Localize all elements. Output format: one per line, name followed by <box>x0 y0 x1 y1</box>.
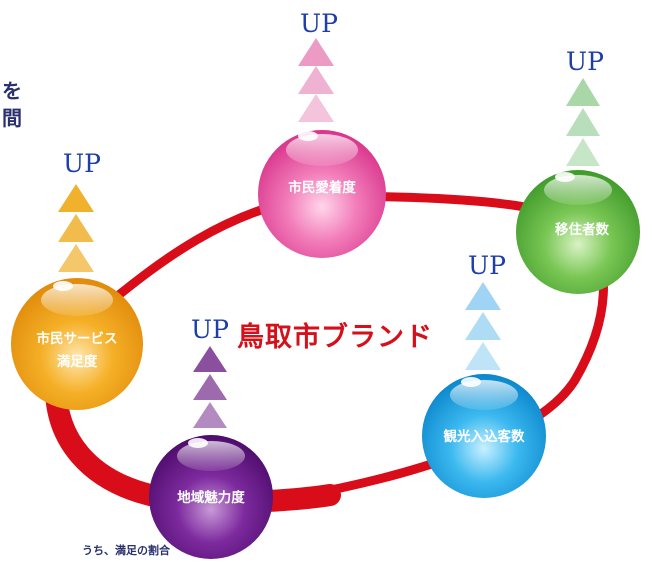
up-label-migrants: UP <box>566 47 604 76</box>
up-label-regional-appeal: UP <box>191 315 229 344</box>
sphere-label-regional-appeal: 地域魅力度 <box>177 489 245 506</box>
brand-title: 鳥取市ブランド <box>237 321 433 353</box>
up-arrow-icon <box>298 66 334 94</box>
up-label-civic-attachment: UP <box>300 9 338 38</box>
sphere-service-satisfaction: 市民サービス 満足度 <box>11 278 143 410</box>
sphere-visitors: 観光入込客数 <box>422 374 546 498</box>
up-arrow-icon <box>193 402 227 428</box>
up-arrow-icon <box>465 282 501 310</box>
up-arrow-icon <box>465 312 501 340</box>
up-arrow-icon <box>566 78 600 106</box>
sphere-regional-appeal: 地域魅力度 <box>149 435 273 559</box>
sphere-label-service-satisfaction-line2: 満足度 <box>57 353 98 370</box>
up-arrows-migrants <box>566 78 600 166</box>
up-arrow-icon <box>298 94 334 122</box>
cropped-heading-line2: 間 <box>2 106 22 130</box>
up-arrow-icon <box>566 138 600 166</box>
up-arrow-icon <box>193 374 227 400</box>
up-arrow-icon <box>58 214 94 242</box>
up-label-visitors: UP <box>468 251 506 280</box>
sphere-label-visitors: 観光入込客数 <box>444 428 525 445</box>
footnote: うち、満足の割合 <box>82 544 170 557</box>
up-arrow-icon <box>566 108 600 136</box>
sphere-label-service-satisfaction-line1: 市民サービス <box>37 330 118 347</box>
up-arrows-regional-appeal <box>193 346 227 428</box>
cropped-heading-text: を 間 <box>0 78 22 132</box>
up-arrows-service-satisfaction <box>58 184 94 272</box>
sphere-civic-attachment: 市民愛着度 <box>258 130 386 258</box>
up-label-service-satisfaction: UP <box>63 149 101 178</box>
up-arrows-visitors <box>465 282 501 370</box>
cropped-heading-line1: を <box>2 79 22 103</box>
up-arrow-icon <box>298 38 334 66</box>
up-arrows-civic-attachment <box>298 38 334 122</box>
sphere-migrants: 移住者数 <box>516 170 640 294</box>
sphere-label-migrants: 移住者数 <box>555 221 609 238</box>
up-arrow-icon <box>58 244 94 272</box>
sphere-label-civic-attachment: 市民愛着度 <box>288 179 356 196</box>
up-arrow-icon <box>193 346 227 372</box>
up-arrow-icon <box>58 184 94 212</box>
up-arrow-icon <box>465 342 501 370</box>
